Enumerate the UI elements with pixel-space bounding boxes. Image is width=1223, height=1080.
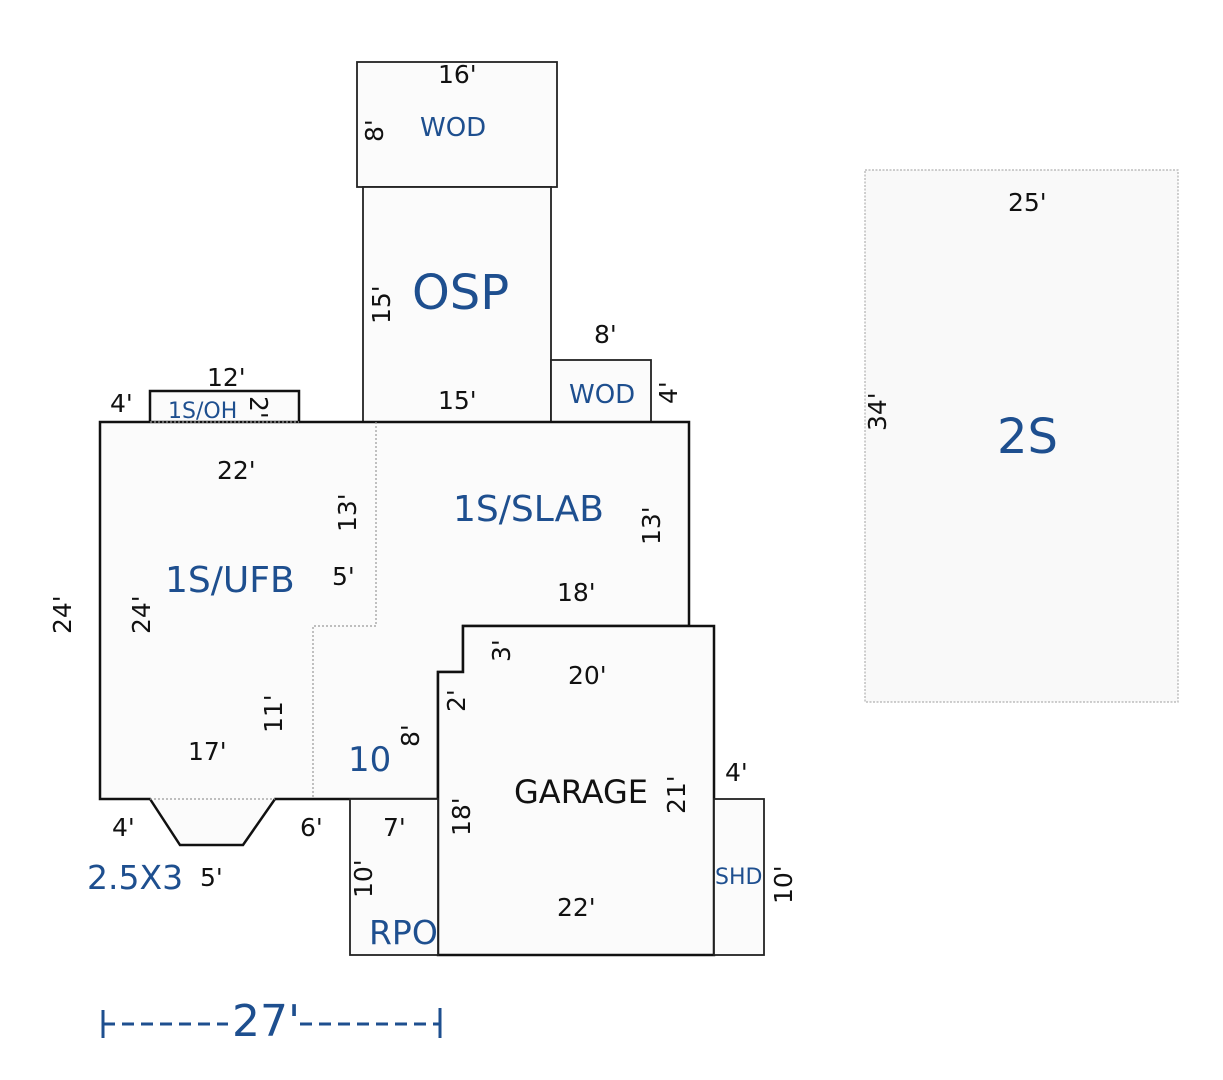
scale-bar-label: 27' (232, 996, 300, 1047)
garage-label: GARAGE (514, 773, 648, 811)
dim-ten-height: 8' (396, 724, 425, 747)
rpo-area (349, 798, 439, 956)
dim-bay-right: 6' (300, 813, 323, 842)
dim-two-story-width: 25' (1008, 188, 1047, 217)
rpo-label: RPO (369, 913, 438, 952)
ufb-slab-partition (312, 422, 377, 799)
wod-top-label: WOD (420, 113, 486, 143)
dim-garage-top: 20' (568, 661, 607, 690)
oh-label: 1S/OH (168, 399, 237, 424)
two-story-area (864, 169, 1179, 703)
dim-garage-step2: 2' (442, 689, 471, 712)
dim-oh-height: 2' (244, 396, 273, 419)
dim-shd-width: 4' (725, 758, 748, 787)
dim-oh-width: 12' (207, 363, 246, 392)
dim-ufb-lower-height: 11' (259, 694, 288, 733)
dim-slab-width: 18' (557, 578, 596, 607)
dim-osp-width: 15' (438, 386, 477, 415)
dim-garage-bottom: 22' (557, 893, 596, 922)
wod-top-area (356, 61, 558, 188)
dim-wod-small-width: 8' (594, 320, 617, 349)
shd-area (713, 798, 765, 956)
dim-two-story-height: 34' (863, 392, 892, 431)
dim-bay-bottom: 5' (200, 863, 223, 892)
oh-area (148, 389, 301, 422)
ufb-label: 1S/UFB (165, 560, 295, 601)
dim-oh-left: 4' (110, 389, 133, 418)
osp-area (362, 186, 552, 423)
dim-garage-left: 18' (447, 797, 476, 836)
wod-small-label: WOD (569, 380, 635, 410)
dim-wod-small-height: 4' (654, 381, 683, 404)
scale-bar: 27' (101, 996, 442, 1047)
dim-rpo-width: 7' (383, 813, 406, 842)
dim-wod-top-width: 16' (438, 60, 477, 89)
bay-label: 2.5X3 (87, 858, 183, 897)
dim-garage-right: 21' (662, 775, 691, 814)
osp-label: OSP (412, 265, 509, 321)
slab-label: 1S/SLAB (453, 489, 604, 530)
dim-ufb-step: 5' (332, 562, 355, 591)
dim-bay-left: 4' (112, 813, 135, 842)
dim-ufb-left-inner: 24' (127, 595, 156, 634)
dim-rpo-height: 10' (349, 859, 378, 898)
dim-shd-height: 10' (769, 865, 798, 904)
dim-wod-top-height: 8' (360, 119, 389, 142)
dim-osp-height: 15' (367, 285, 396, 324)
ten-label: 10 (348, 740, 391, 780)
dim-ufb-top: 22' (217, 456, 256, 485)
dim-ufb-bottom: 17' (188, 737, 227, 766)
dim-ufb-inner-height: 13' (333, 493, 362, 532)
dim-ufb-left-outer: 24' (48, 595, 77, 634)
dim-slab-height: 13' (637, 506, 666, 545)
dim-garage-step1: 3' (487, 639, 516, 662)
two-story-label: 2S (997, 409, 1058, 465)
shd-label: SHD (715, 865, 762, 890)
